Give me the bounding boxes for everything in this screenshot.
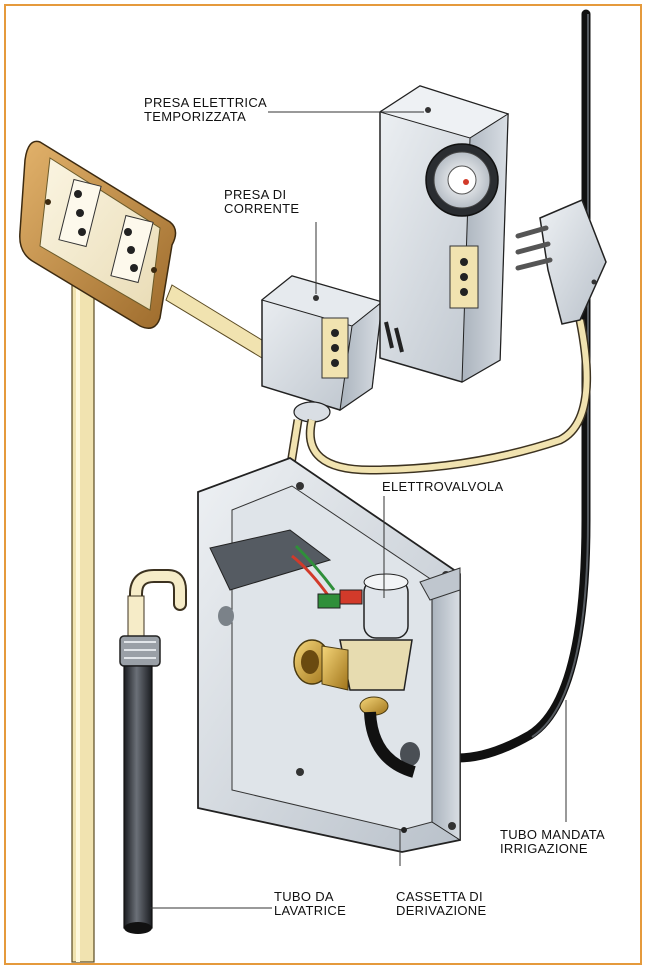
- label-irrigation-pipe-line1: TUBO MANDATA: [500, 827, 605, 842]
- washer-pipe: [119, 569, 187, 934]
- label-valve-line1: ELETTROVALVOLA: [382, 479, 504, 494]
- label-irrigation-pipe-line2: IRRIGAZIONE: [500, 841, 588, 856]
- label-junction-box-line1: CASSETTA DI: [396, 889, 483, 904]
- wall-socket-plate: [19, 140, 177, 329]
- label-washer-pipe-line1: TUBO DA: [274, 889, 334, 904]
- label-timer-socket-line2: TEMPORIZZATA: [144, 109, 247, 124]
- cream-conduit: [71, 267, 95, 963]
- label-power-socket-line2: CORRENTE: [224, 201, 300, 216]
- label-junction-box-line2: DERIVAZIONE: [396, 903, 487, 918]
- label-timer-socket: PRESA ELETTRICA TEMPORIZZATA: [144, 96, 267, 124]
- solenoid-valve: [291, 544, 416, 778]
- label-valve: ELETTROVALVOLA: [382, 480, 503, 494]
- label-power-socket: PRESA DI CORRENTE: [224, 188, 299, 216]
- label-junction-box: CASSETTA DI DERIVAZIONE: [396, 890, 486, 918]
- label-power-socket-line1: PRESA DI: [224, 187, 287, 202]
- leader-lines: [150, 111, 567, 909]
- label-washer-pipe: TUBO DA LAVATRICE: [274, 890, 346, 918]
- timer-socket: [378, 85, 510, 383]
- label-timer-socket-line1: PRESA ELETTRICA: [144, 95, 267, 110]
- label-washer-pipe-line2: LAVATRICE: [274, 903, 347, 918]
- power-socket-box: [260, 275, 384, 423]
- plug: [515, 199, 607, 325]
- irrigation-pipe: [453, 9, 591, 763]
- horizontal-conduit: [165, 284, 271, 359]
- label-irrigation-pipe: TUBO MANDATA IRRIGAZIONE: [500, 828, 605, 856]
